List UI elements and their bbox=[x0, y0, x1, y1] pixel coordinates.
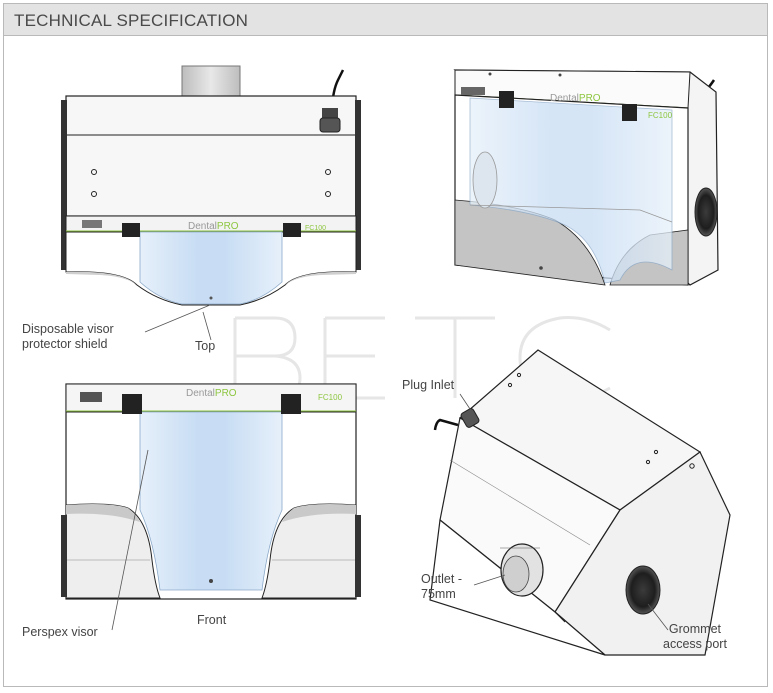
grommet-line1: Grommet bbox=[668, 622, 721, 636]
outlet-line2: 75mm bbox=[421, 587, 456, 601]
front-view bbox=[61, 383, 361, 600]
top-view bbox=[61, 65, 361, 306]
iso-front-model: FC100 bbox=[648, 111, 673, 120]
top-view-logo: DentalPRO bbox=[188, 221, 239, 232]
top-view-model: FC100 bbox=[305, 225, 326, 232]
perspex-visor-callout: Perspex visor bbox=[22, 625, 98, 639]
visor-shield-line1: Disposable visor bbox=[22, 322, 114, 336]
leader-lines bbox=[111, 304, 669, 631]
visor-shield-callout: Disposable visor protector shield bbox=[22, 322, 114, 352]
grommet-line2: access port bbox=[663, 637, 727, 651]
outlet-callout: Outlet - 75mm bbox=[421, 572, 462, 602]
front-view-logo: DentalPRO bbox=[186, 388, 237, 399]
iso-rear-view bbox=[429, 349, 731, 656]
iso-front-logo: DentalPRO bbox=[550, 93, 601, 104]
top-view-label: Top bbox=[195, 339, 216, 353]
outlet-line1: Outlet - bbox=[421, 572, 462, 586]
header-bar: TECHNICAL SPECIFICATION bbox=[3, 3, 768, 36]
grommet-callout: Grommet access port bbox=[663, 622, 727, 652]
front-view-label: Front bbox=[197, 613, 227, 627]
visor-shield-line2: protector shield bbox=[22, 337, 108, 351]
page-title: TECHNICAL SPECIFICATION bbox=[14, 11, 249, 30]
front-view-model: FC100 bbox=[318, 393, 343, 402]
plug-inlet-callout: Plug Inlet bbox=[402, 378, 455, 392]
iso-front-view bbox=[453, 69, 719, 286]
